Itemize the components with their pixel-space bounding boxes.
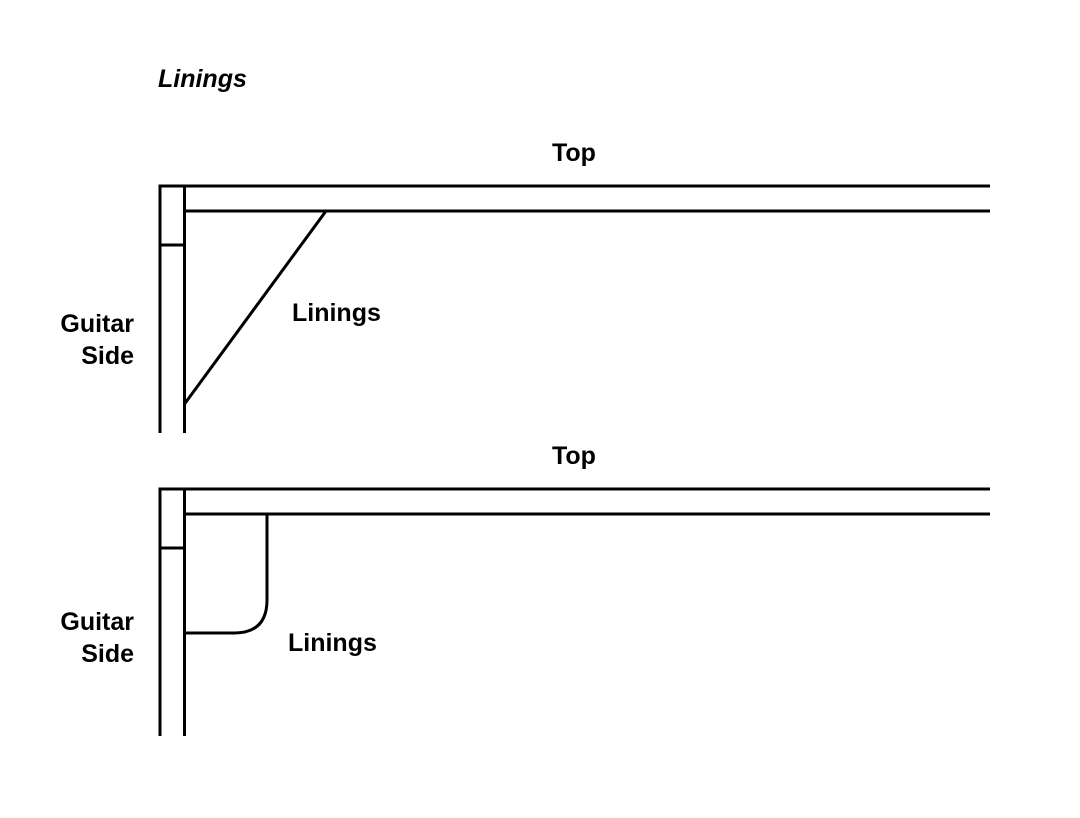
- top-label-2: Top: [552, 442, 596, 470]
- guitar-side-label-1: Guitar Side: [60, 310, 134, 370]
- linings-label-2: Linings: [288, 629, 377, 657]
- panel-rounded-lining: [158, 487, 990, 736]
- diagram-title: Linings: [158, 65, 247, 93]
- panel-triangular-lining: [158, 184, 990, 433]
- lining-rounded-profile: [184, 514, 269, 635]
- top-label-1: Top: [552, 139, 596, 167]
- lining-diagonal: [183, 210, 328, 405]
- guitar-side-label-2: Guitar Side: [60, 608, 134, 668]
- linings-label-1: Linings: [292, 299, 381, 327]
